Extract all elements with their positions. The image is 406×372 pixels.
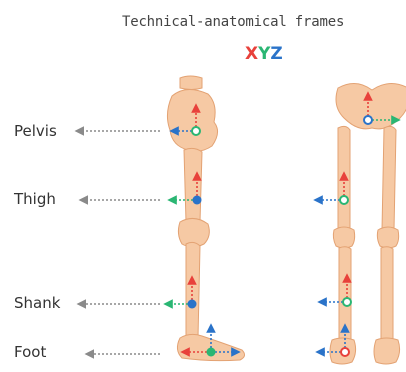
pelvis-lateral (167, 89, 217, 151)
lateral-view-skeleton (167, 76, 244, 361)
knee-left-anterior (333, 227, 354, 248)
knee-right-anterior (377, 227, 398, 248)
femur-lateral (184, 148, 202, 224)
tibia-lateral (186, 242, 200, 340)
thigh-lateral-origin (193, 196, 202, 205)
thigh-anterior-origin (340, 196, 348, 204)
shank-anterior-origin (343, 298, 351, 306)
pelvis-lateral-origin (192, 127, 200, 135)
shank-lateral-origin (188, 300, 197, 309)
femur-right-anterior (382, 126, 396, 232)
foot-right-anterior (374, 338, 400, 364)
pelvis-anterior-origin (364, 116, 372, 124)
spine-lateral (180, 76, 202, 90)
tibia-left-anterior (339, 247, 351, 341)
foot-lateral-origin (207, 348, 216, 357)
foot-anterior-origin (341, 348, 349, 356)
tibia-right-anterior (381, 247, 393, 341)
anterior-view-skeleton (330, 83, 406, 364)
pointer-arrows (80, 131, 160, 354)
